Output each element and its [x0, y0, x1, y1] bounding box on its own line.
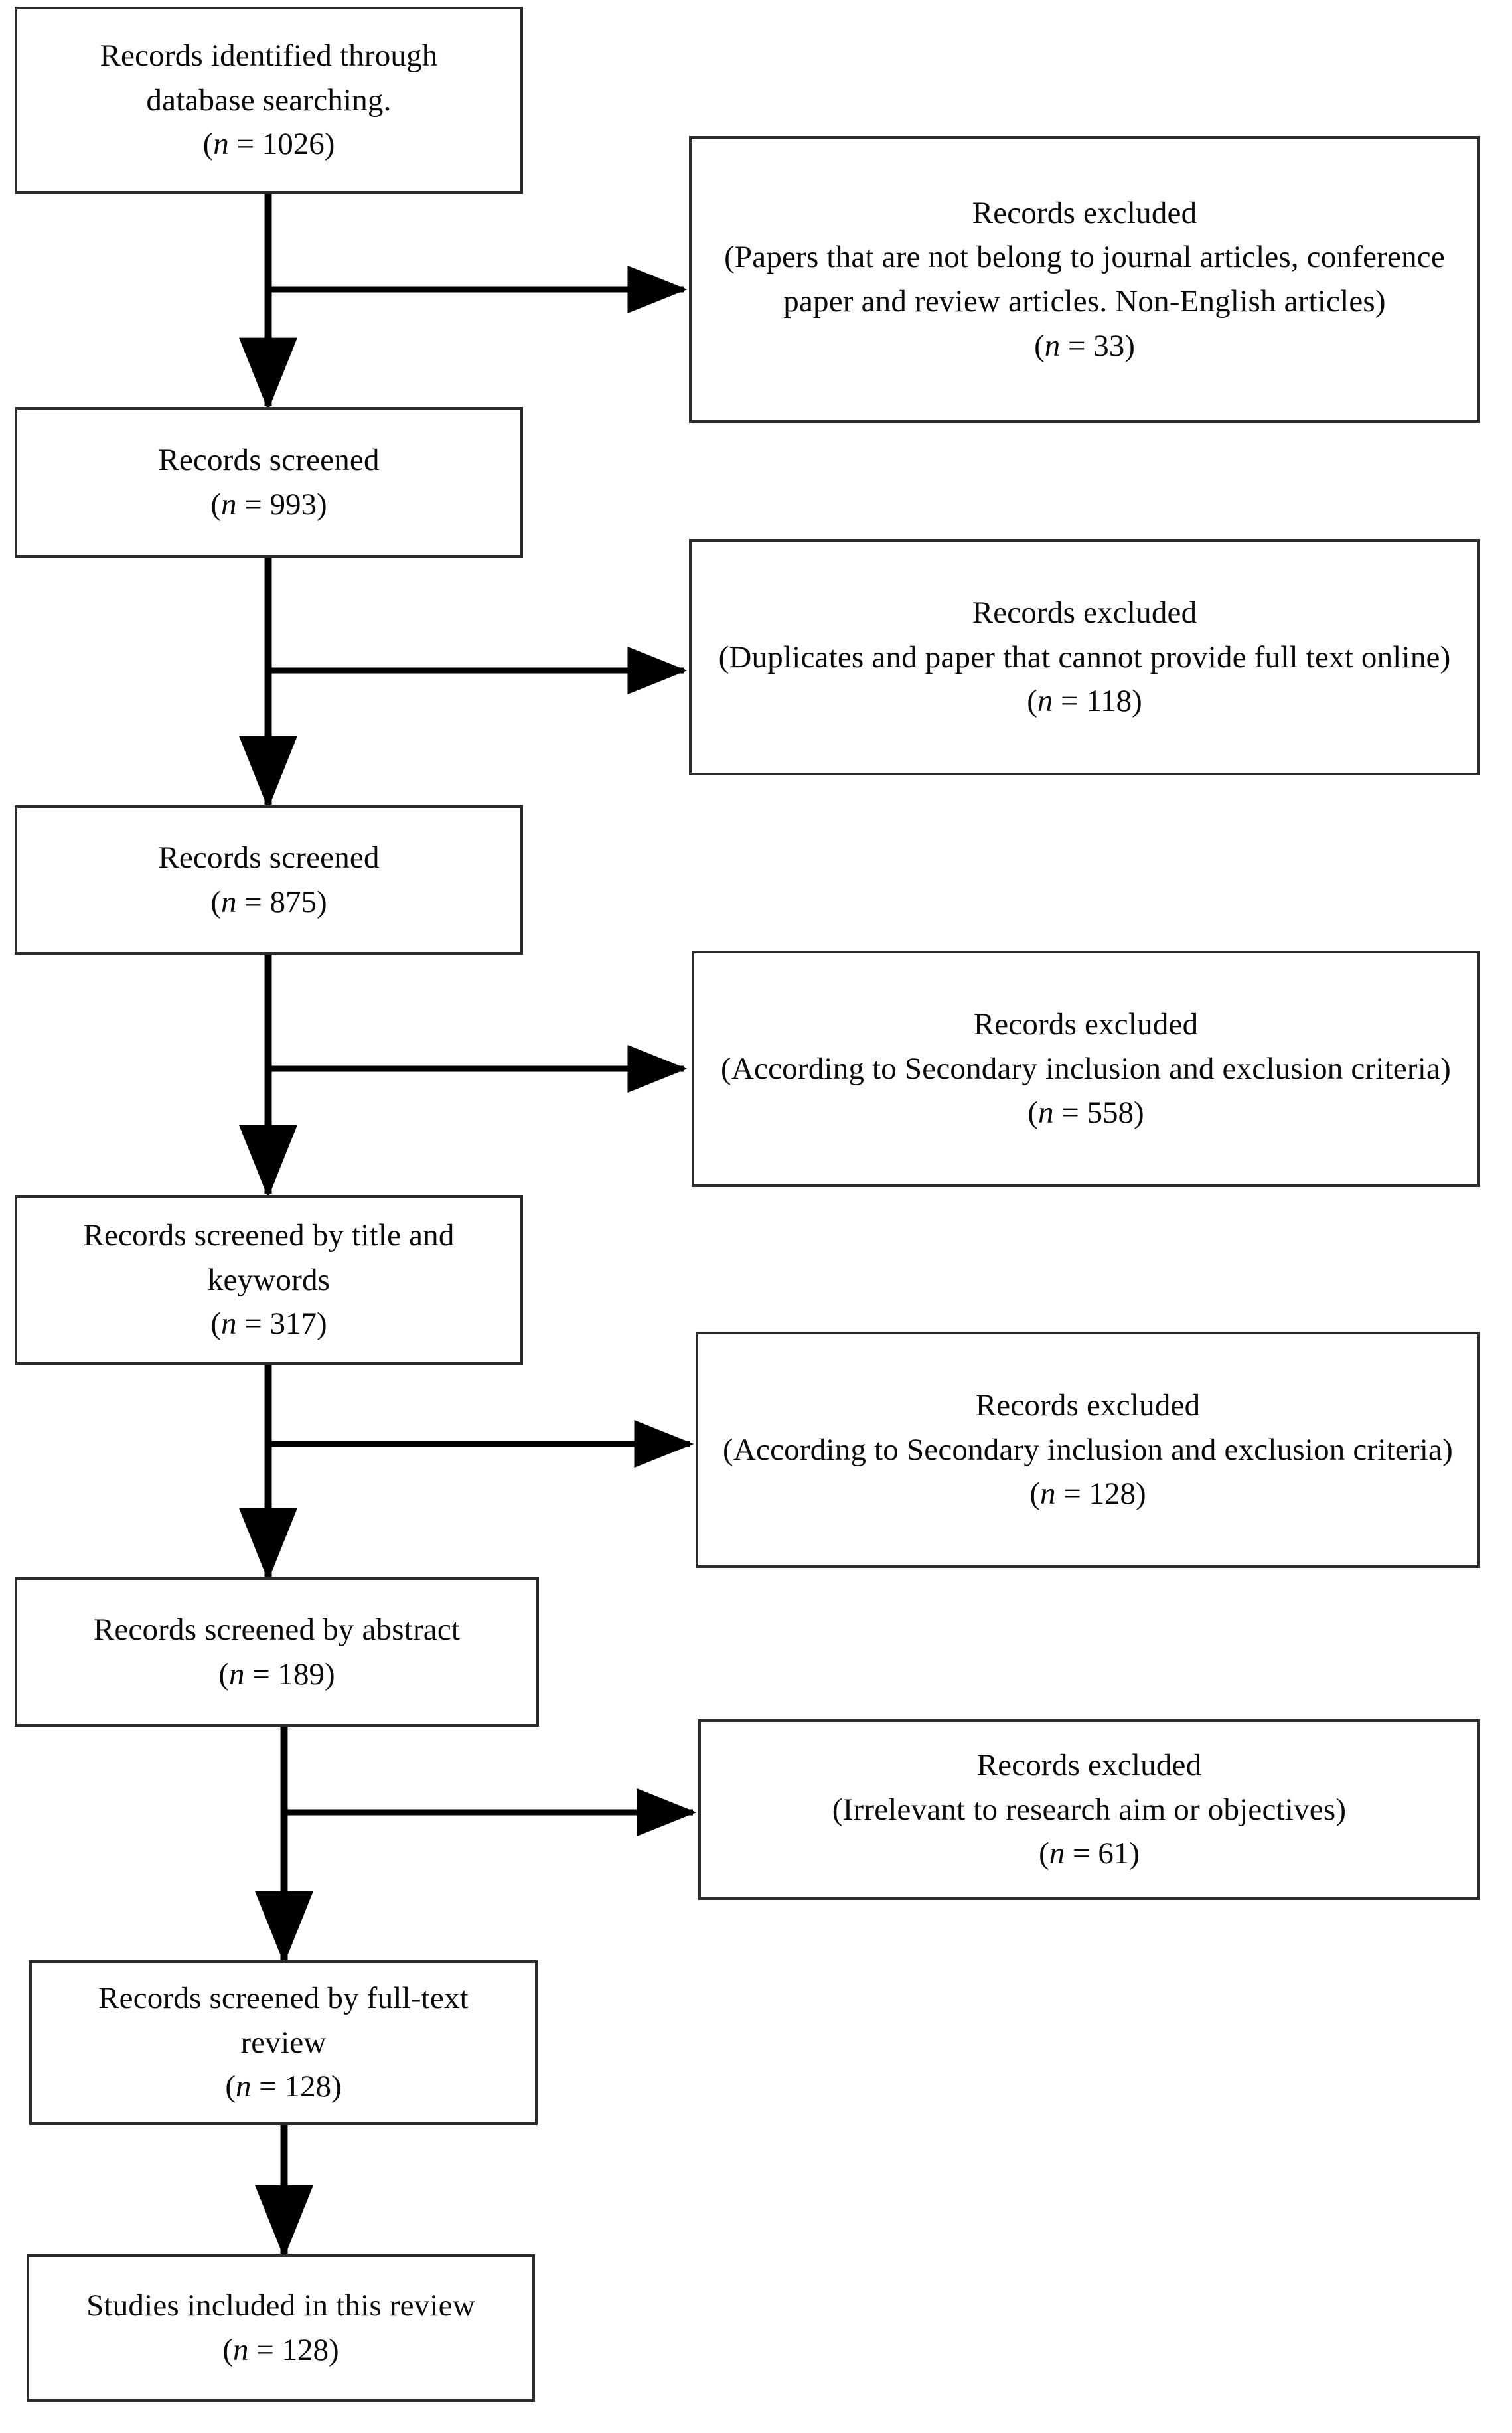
node-records-excluded-3: Records excluded (According to Secondary… — [692, 951, 1480, 1187]
node-count: (n = 128) — [225, 2069, 342, 2104]
node-line: Records screened by abstract — [93, 1612, 461, 1647]
excluded-heading: Records excluded — [976, 1747, 1202, 1782]
node-line: keywords — [207, 1262, 331, 1297]
excluded-reason: (According to Secondary inclusion and ex… — [721, 1051, 1451, 1086]
node-line: database searching. — [146, 82, 392, 118]
node-records-excluded-4: Records excluded (According to Secondary… — [696, 1332, 1480, 1568]
node-line: Records screened by title and — [83, 1217, 455, 1253]
node-line: Records screened — [158, 442, 380, 477]
node-line: Records identified through — [100, 38, 438, 73]
node-records-screened-title-keywords: Records screened by title and keywords (… — [15, 1195, 523, 1365]
node-count: (n = 1026) — [202, 127, 335, 162]
excluded-heading: Records excluded — [973, 1006, 1199, 1042]
node-count: (n = 317) — [210, 1306, 327, 1342]
excluded-reason: (According to Secondary inclusion and ex… — [723, 1432, 1453, 1467]
node-records-excluded-1: Records excluded (Papers that are not be… — [689, 136, 1480, 423]
excluded-count: (n = 118) — [1027, 684, 1142, 719]
node-records-identified: Records identified through database sear… — [15, 7, 523, 194]
excluded-count: (n = 33) — [1034, 328, 1135, 363]
node-count: (n = 128) — [222, 2333, 339, 2367]
node-records-screened-1: Records screened (n = 993) — [15, 407, 523, 558]
node-records-screened-abstract: Records screened by abstract (n = 189) — [15, 1577, 539, 1727]
excluded-heading: Records excluded — [972, 595, 1197, 630]
node-count: (n = 189) — [218, 1656, 335, 1691]
node-records-excluded-5: Records excluded (Irrelevant to research… — [698, 1719, 1480, 1900]
excluded-reason: (Duplicates and paper that cannot provid… — [718, 639, 1451, 674]
node-studies-included: Studies included in this review (n = 128… — [27, 2254, 535, 2402]
excluded-heading: Records excluded — [975, 1387, 1201, 1423]
excluded-count: (n = 558) — [1027, 1095, 1144, 1131]
node-count: (n = 993) — [210, 487, 327, 522]
excluded-reason: (Irrelevant to research aim or objective… — [832, 1792, 1347, 1827]
node-line: review — [240, 2025, 327, 2060]
excluded-reason: (Papers that are not belong to journal a… — [724, 240, 1445, 319]
node-line: Studies included in this review — [86, 2288, 475, 2323]
node-records-screened-full-text: Records screened by full-text review (n … — [29, 1960, 538, 2125]
excluded-heading: Records excluded — [972, 195, 1197, 230]
node-line: Records screened — [158, 840, 380, 875]
node-line: Records screened by full-text — [98, 1980, 469, 2015]
node-records-excluded-2: Records excluded (Duplicates and paper t… — [689, 539, 1480, 775]
node-records-screened-2: Records screened (n = 875) — [15, 805, 523, 955]
excluded-count: (n = 128) — [1029, 1476, 1146, 1512]
excluded-count: (n = 61) — [1039, 1836, 1140, 1871]
node-count: (n = 875) — [210, 884, 327, 919]
